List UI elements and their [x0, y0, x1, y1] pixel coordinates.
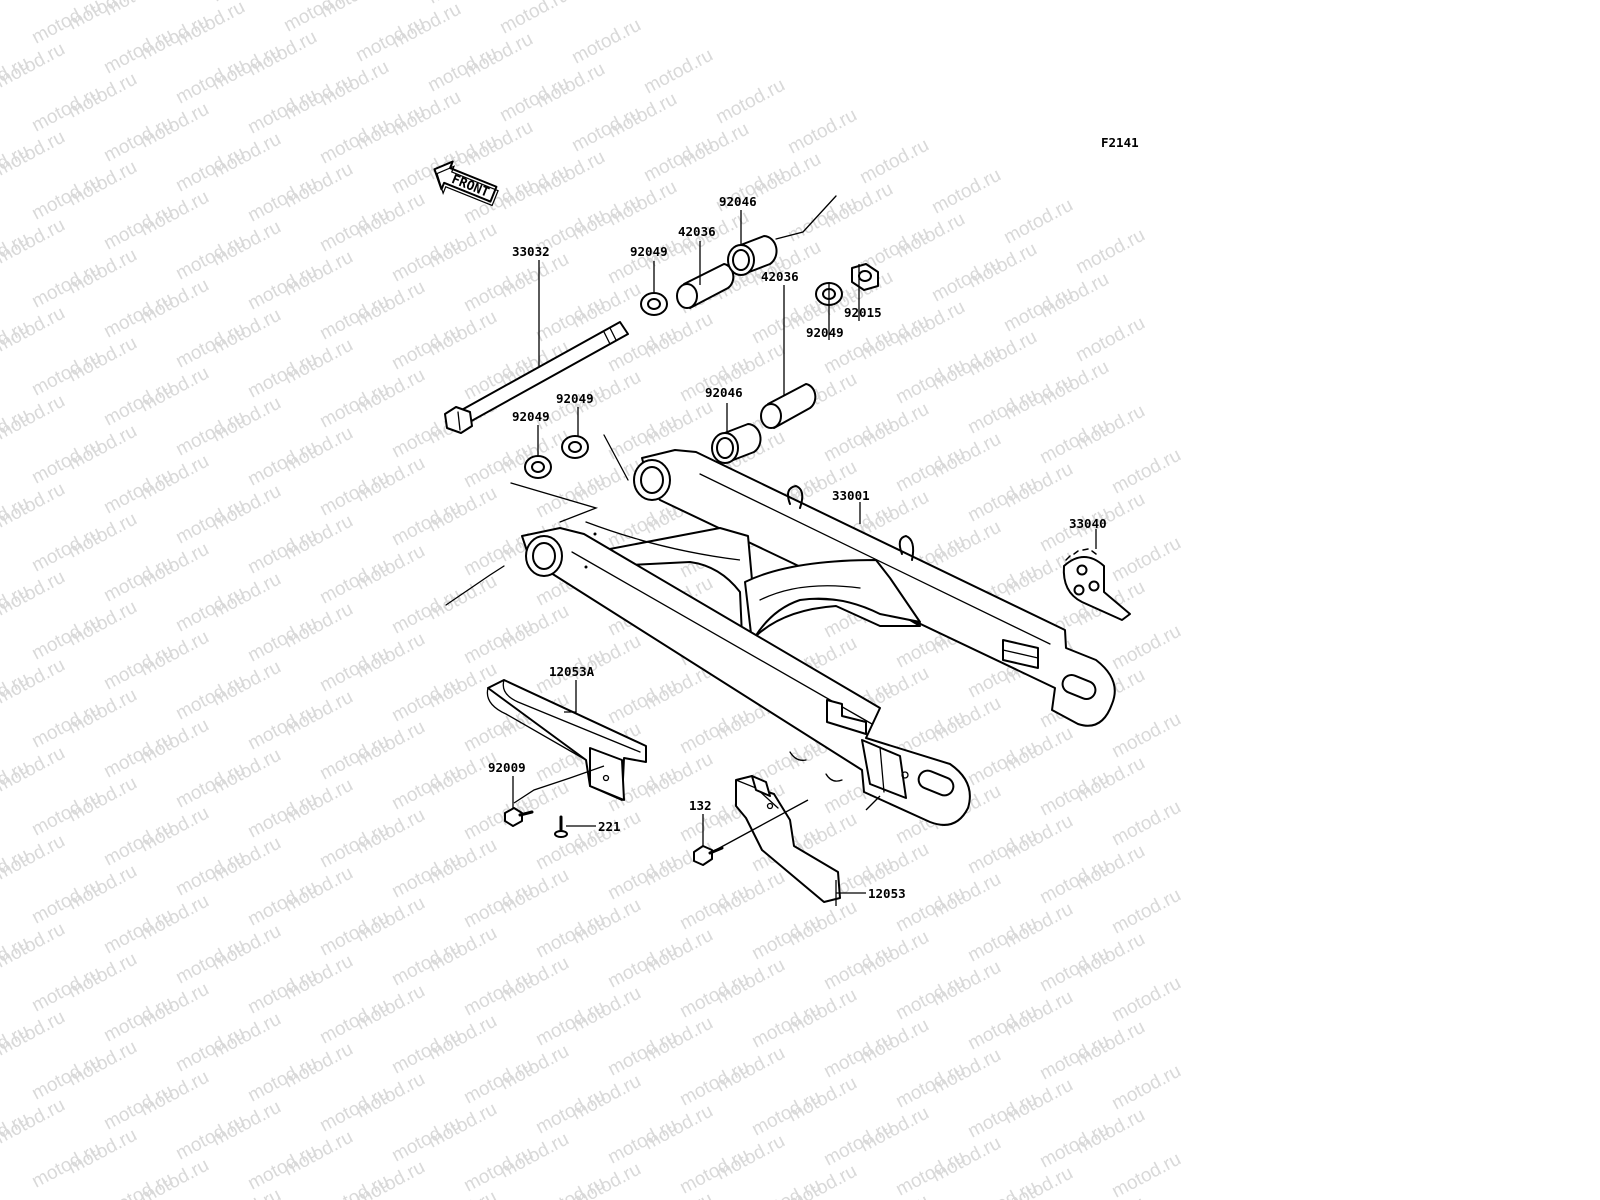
watermark-text: motod.ru: [496, 0, 572, 38]
label-nut: 92015: [844, 305, 882, 320]
watermark-text: motod.ru: [784, 105, 860, 159]
watermark-text: motod.ru: [1108, 621, 1184, 675]
part-labels: 92046 42036 92049 33032 92015 92049 4203…: [488, 194, 1107, 901]
washer-top-left: [640, 292, 668, 316]
watermark-text: motod.ru: [1000, 195, 1076, 249]
slipper-bolt: [504, 807, 534, 827]
watermark-text: motod.ru: [1108, 445, 1184, 499]
pivot-axle: [444, 321, 629, 434]
watermark-text: motod.ru: [748, 1175, 824, 1200]
watermark-text: motod.ru: [1108, 1149, 1184, 1200]
watermark-text: motod.ru: [1072, 225, 1148, 279]
watermark-text: motod.ru: [1108, 797, 1184, 851]
watermark-text: motod.ru: [856, 135, 932, 189]
slipper-screw: [554, 815, 568, 838]
label-swingarm: 33001: [832, 488, 870, 503]
watermark-text: motod.ru: [568, 15, 644, 69]
leader-lines: [512, 210, 1097, 906]
watermark-text: motod.ru: [856, 1191, 932, 1200]
watermark-text: motod.ru: [712, 75, 788, 129]
chain-slipper: [486, 679, 647, 801]
label-collar-top: 42036: [678, 224, 716, 239]
watermark-text: motod.ru: [532, 1173, 608, 1200]
bearing-mid: [711, 423, 762, 464]
watermark-text: motod.ru: [1108, 533, 1184, 587]
label-washer-left-a: 92049: [512, 409, 550, 424]
watermark-text: motod.ru: [1108, 973, 1184, 1027]
watermark-text: motod.ru: [208, 1185, 284, 1200]
watermark-text: motod.ru: [1072, 1193, 1148, 1200]
label-washer-left-b: 92049: [556, 391, 594, 406]
swingarm: [521, 449, 1116, 826]
label-guide-bolt: 132: [689, 798, 712, 813]
watermark-text: motod.ru: [424, 0, 500, 8]
watermark-text: motod.ru: [0, 0, 69, 4]
watermark-text: motod.ru: [964, 1177, 1040, 1200]
watermark-text: motod.ru: [280, 0, 356, 36]
label-bearing-mid: 92046: [705, 385, 743, 400]
watermark-text: motod.ru: [1108, 1061, 1184, 1115]
chain-adjuster: [1062, 548, 1131, 621]
label-washer-top-left: 92049: [630, 244, 668, 259]
label-axle: 33032: [512, 244, 550, 259]
label-chain-guide: 12053: [868, 886, 906, 901]
watermark-text: motod.ru: [928, 165, 1004, 219]
watermark-text: motod.ru: [424, 1187, 500, 1200]
assembly-lines: [445, 195, 837, 606]
watermark-text: motod.ru: [640, 1189, 716, 1200]
label-slipper-screw: 221: [598, 819, 621, 834]
label-chain-adjuster: 33040: [1069, 516, 1107, 531]
bearing-top: [727, 235, 778, 276]
label-bearing-top: 92046: [719, 194, 757, 209]
label-collar-mid: 42036: [761, 269, 799, 284]
washer-left-b: [561, 435, 589, 459]
diagram-code: F2141: [1101, 135, 1139, 150]
watermark-text: motod.ru: [1108, 709, 1184, 763]
label-slipper-bolt: 92009: [488, 760, 526, 775]
washer-left-a: [524, 455, 552, 479]
collar-mid: [760, 383, 817, 429]
collar-top: [676, 263, 735, 309]
label-washer-right: 92049: [806, 325, 844, 340]
watermark-text: motod.ru: [208, 0, 284, 6]
label-chain-slipper: 12053A: [549, 664, 595, 679]
watermark-text: motod.ru: [1072, 313, 1148, 367]
watermark-text: motod.ru: [1108, 885, 1184, 939]
watermark-text: motod.ru: [640, 45, 716, 99]
chain-guide: [735, 775, 841, 903]
